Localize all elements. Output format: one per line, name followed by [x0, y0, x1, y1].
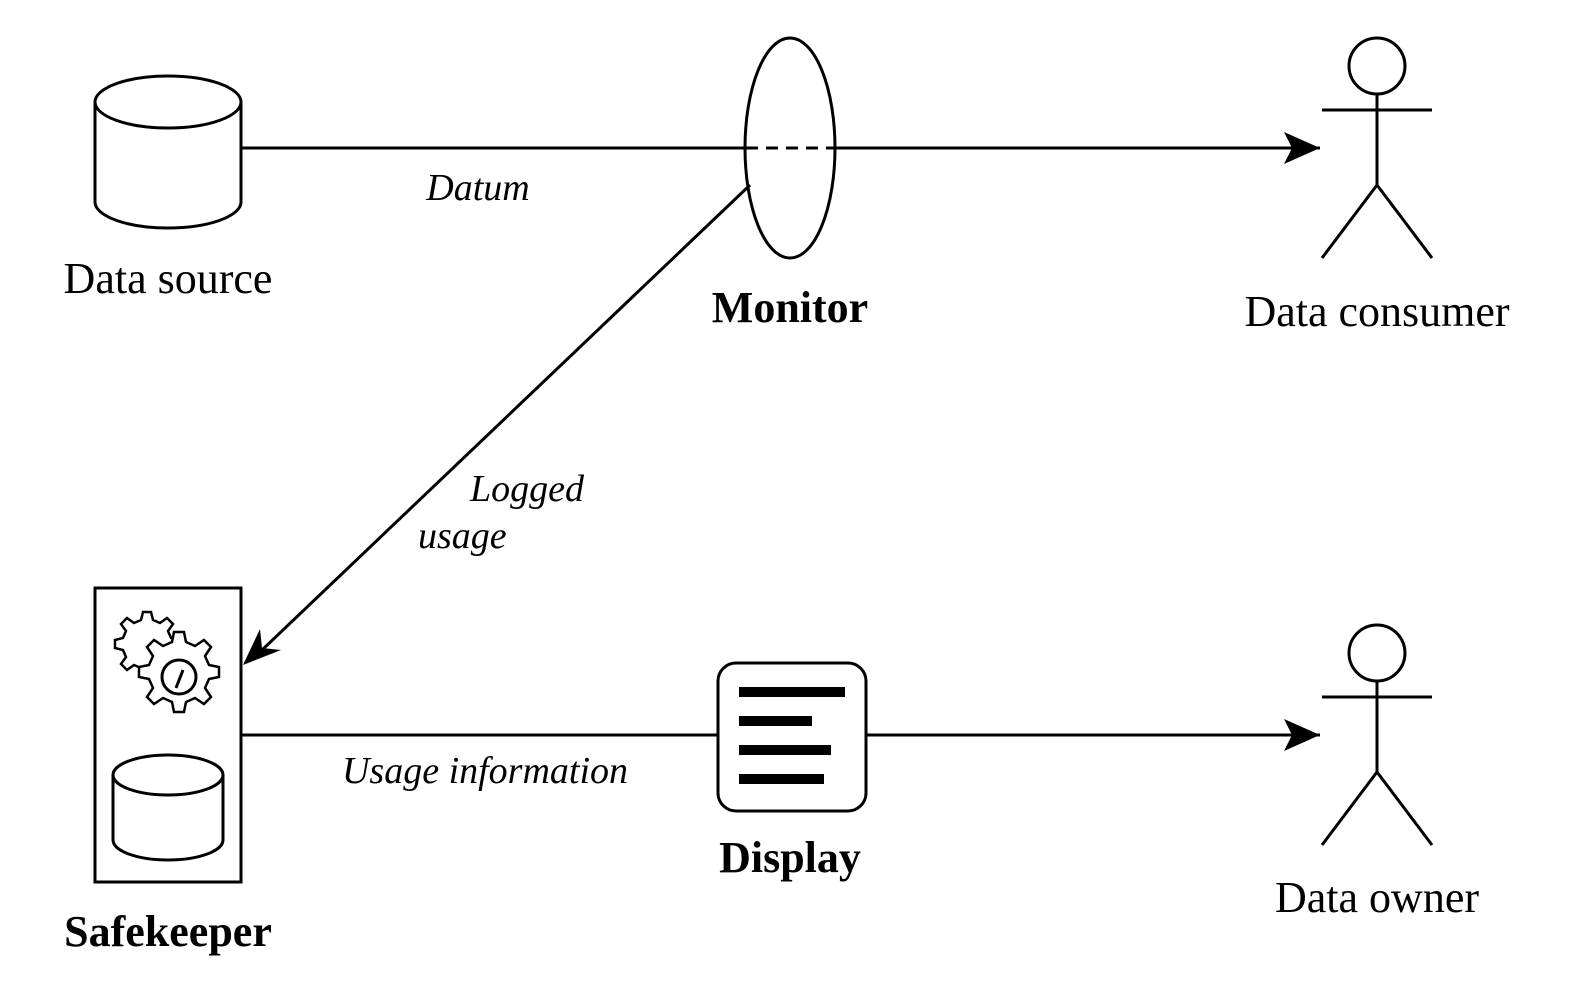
monitor-lens-icon: [743, 36, 837, 260]
arrowhead-consumer: [1284, 132, 1320, 164]
edge-label-datum: Datum: [425, 167, 529, 209]
data-consumer-actor-icon: [1320, 36, 1434, 259]
edge-label-usage: usage: [418, 515, 507, 557]
display-label: Display: [719, 833, 861, 882]
safekeeper-label: Safekeeper: [64, 907, 272, 956]
data-owner-actor-icon: [1320, 623, 1434, 846]
arrowhead-safekeeper: [243, 629, 281, 665]
data-source-label: Data source: [64, 254, 273, 303]
data-source-cylinder-icon: [93, 74, 243, 230]
monitor-label: Monitor: [712, 283, 868, 332]
safekeeper-storage-cylinder-icon: [111, 753, 225, 862]
data-consumer-label: Data consumer: [1244, 287, 1509, 336]
arrowhead-owner: [1284, 719, 1320, 751]
gear-icon: [113, 610, 221, 714]
display-document-icon: [716, 661, 868, 813]
edge-label-logged: Logged: [469, 468, 585, 510]
edge-label-usage-information: Usage information: [342, 750, 628, 792]
edge-logged-usage: [260, 183, 752, 652]
data-owner-label: Data owner: [1275, 873, 1479, 922]
